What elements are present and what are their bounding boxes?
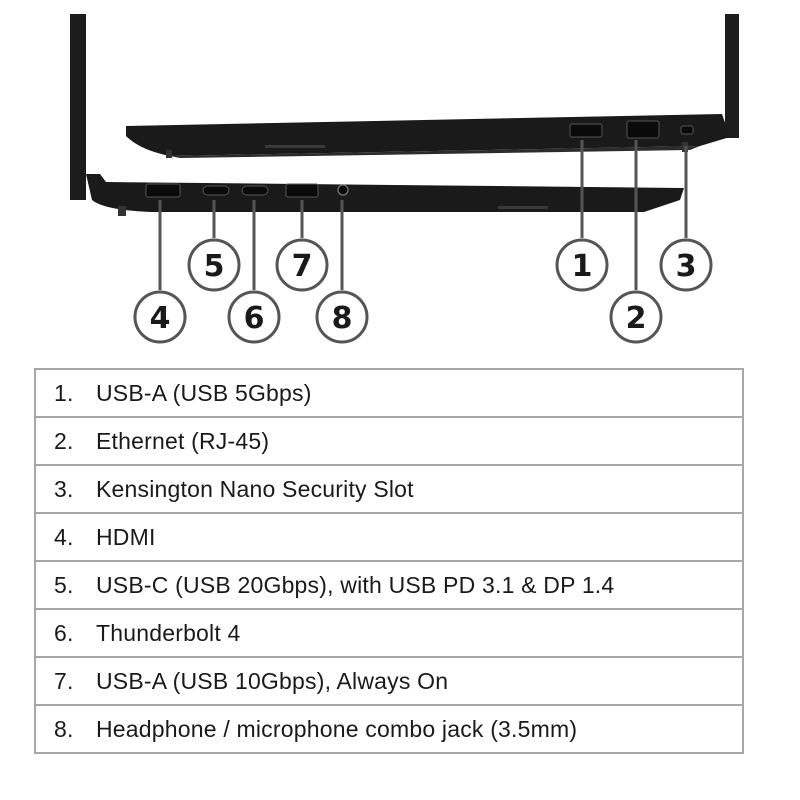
laptop-ports-diagram: 1 2 3 4 5 6 7 8 [70,14,739,344]
callout-5: 5 [187,238,241,292]
laptop-right-side-view [126,14,739,158]
row-label: USB-A (USB 5Gbps) [96,379,312,406]
row-label: USB-C (USB 20Gbps), with USB PD 3.1 & DP… [96,571,615,598]
table-row: 4. HDMI [34,512,744,562]
row-number: 6. [54,619,74,646]
callout-1-label: 1 [572,249,593,284]
thunderbolt-port [241,185,269,196]
callout-4: 4 [133,290,187,344]
callout-6: 6 [227,290,281,344]
callout-2-label: 2 [626,301,647,336]
callout-8-label: 8 [332,301,353,336]
table-row: 7. USB-A (USB 10Gbps), Always On [34,656,744,706]
callout-3: 3 [659,238,713,292]
row-number: 2. [54,427,74,454]
usb-a-port-right [569,123,603,138]
ports-legend-table: 1. USB-A (USB 5Gbps) 2. Ethernet (RJ-45) 3… [34,368,744,754]
table-row: 5. USB-C (USB 20Gbps), with USB PD 3.1 & … [34,560,744,610]
laptop-left-side-view [70,14,684,216]
row-label: Kensington Nano Security Slot [96,475,414,502]
row-number: 7. [54,667,74,694]
row-number: 4. [54,523,74,550]
callout-5-label: 5 [204,249,225,284]
table-row: 2. Ethernet (RJ-45) [34,416,744,466]
row-number: 8. [54,715,74,742]
usb-c-port [202,185,230,196]
usb-a-port-left [285,183,319,198]
table-row: 1. USB-A (USB 5Gbps) [34,368,744,418]
table-row: 3. Kensington Nano Security Slot [34,464,744,514]
row-label: Headphone / microphone combo jack (3.5mm… [96,715,578,742]
row-label: Ethernet (RJ-45) [96,427,270,454]
row-number: 5. [54,571,74,598]
ethernet-port [626,120,660,139]
audio-jack [337,184,349,196]
callout-8: 8 [315,290,369,344]
kensington-slot [680,125,694,135]
callout-6-label: 6 [244,301,265,336]
callout-1: 1 [555,238,609,292]
row-label: USB-A (USB 10Gbps), Always On [96,667,449,694]
hdmi-port [145,183,181,198]
callout-7: 7 [275,238,329,292]
callout-3-label: 3 [676,249,697,284]
table-row: 6. Thunderbolt 4 [34,608,744,658]
callout-7-label: 7 [292,249,313,284]
callout-4-label: 4 [150,301,171,336]
row-number: 3. [54,475,74,502]
row-label: HDMI [96,523,156,550]
table-row: 8. Headphone / microphone combo jack (3.5… [34,704,744,754]
callout-2: 2 [609,290,663,344]
row-label: Thunderbolt 4 [96,619,241,646]
row-number: 1. [54,379,74,406]
leader-lines [158,140,688,290]
